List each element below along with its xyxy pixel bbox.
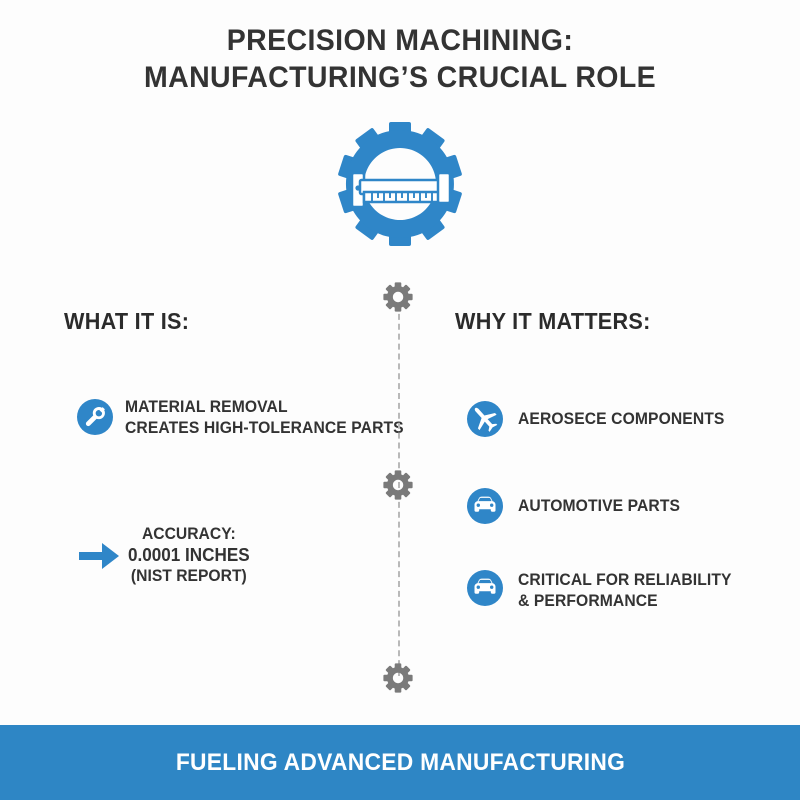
list-item-automotive: AUTOMOTIVE PARTS: [466, 487, 689, 525]
car-icon: [466, 569, 504, 607]
airplane-icon: [466, 400, 504, 438]
accuracy-text-block: ACCURACY: 0.0001 INCHES (NIST REPORT): [128, 524, 250, 587]
list-item-aerospace: AEROSECE COMPONENTS: [466, 400, 735, 438]
list-item-reliability: CRITICAL FOR RELIABILITY & PERFORMANCE: [466, 569, 743, 612]
accuracy-source: (NIST REPORT): [130, 567, 247, 585]
gear-icon: [382, 281, 414, 313]
left-column-heading: WHAT IT IS:: [64, 308, 190, 334]
wrench-icon: [76, 398, 114, 436]
footer-banner: FUELING ADVANCED MANUFACTURING: [0, 725, 800, 800]
page-title: PRECISION MACHINING: MANUFACTURING’S CRU…: [0, 22, 800, 96]
accuracy-value: 0.0001 INCHES: [128, 545, 250, 565]
gear-icon: [382, 662, 414, 694]
car-icon: [466, 487, 504, 525]
gear-caliper-icon: [320, 122, 480, 250]
title-line-2: MANUFACTURING’S CRUCIAL ROLE: [143, 61, 657, 94]
list-item-accuracy: ACCURACY: 0.0001 INCHES (NIST REPORT): [76, 524, 256, 587]
dashed-divider-line: [398, 304, 400, 676]
list-item-material-removal: MATERIAL REMOVAL CREATES HIGH-TOLERANCE …: [76, 398, 418, 439]
list-item-label: MATERIAL REMOVAL CREATES HIGH-TOLERANCE …: [125, 398, 404, 437]
list-item-label: AUTOMOTIVE PARTS: [518, 496, 681, 515]
accuracy-label: ACCURACY:: [141, 525, 236, 543]
footer-text: FUELING ADVANCED MANUFACTURING: [175, 748, 625, 776]
divider-spine: [383, 282, 413, 693]
list-item-label: AEROSECE COMPONENTS: [518, 409, 725, 428]
gear-icon: [382, 469, 414, 501]
arrow-right-icon: [76, 537, 122, 575]
title-line-1: PRECISION MACHINING:: [226, 24, 574, 57]
list-item-label: CRITICAL FOR RELIABILITY & PERFORMANCE: [518, 571, 732, 610]
right-column-heading: WHY IT MATTERS:: [455, 308, 651, 334]
